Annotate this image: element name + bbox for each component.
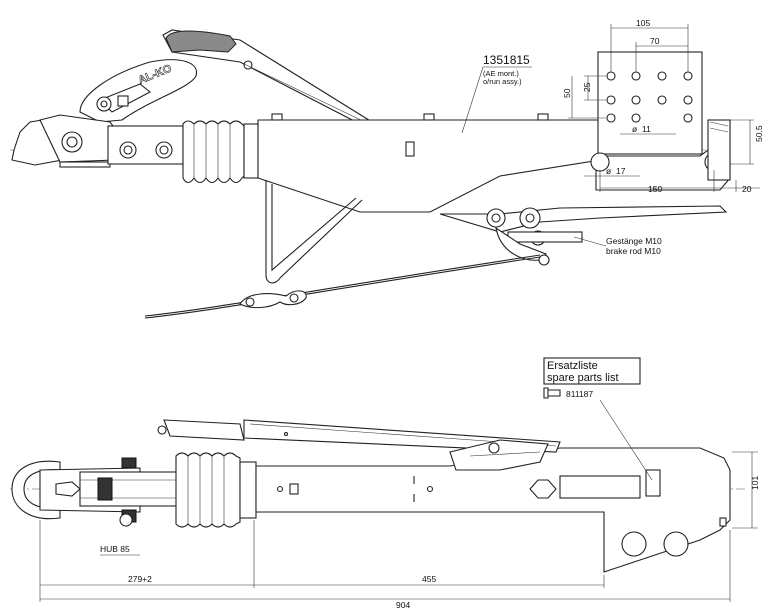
dim-70: 70 [650, 36, 660, 46]
brake-linkage [439, 205, 728, 266]
part-number: 1351815 [483, 53, 530, 67]
dim-20: 20 [742, 184, 752, 194]
part-note-line1: (AE mont.) [483, 69, 519, 78]
brake-cable [144, 254, 541, 319]
part-number-callout: 1351815 (AE mont.) o/run assy.) [461, 53, 532, 134]
spare-parts-callout: Ersatzliste spare parts list 811187 [543, 357, 653, 481]
dim-11-diameter-sign: ø [632, 124, 637, 134]
bellows [182, 120, 259, 184]
spare-parts-title-de: Ersatzliste [547, 360, 598, 372]
dim-105: 105 [636, 18, 650, 28]
dim-50: 50 [562, 88, 572, 98]
dim-17-diameter-sign: ø [606, 166, 611, 176]
spare-parts-number: 811187 [566, 389, 593, 399]
plan-bellows [175, 452, 257, 528]
dim-150: 150 [648, 184, 662, 194]
brake-rod-callout: Gestänge M10 brake rod M10 [573, 236, 662, 256]
dim-455: 455 [422, 574, 436, 584]
coupling-shaft [107, 125, 184, 165]
side-view: AL-KO [10, 18, 763, 319]
flange-dimensions: 105 70 25 50 11 ø 50.5 17 ø 150 [562, 18, 763, 194]
plan-handbrake-lever [157, 419, 561, 471]
dim-11: 11 [642, 124, 651, 134]
overrun-housing [257, 113, 601, 213]
brake-rod-label-de: Gestänge M10 [606, 236, 662, 246]
spare-parts-title-en: spare parts list [547, 372, 619, 384]
dim-50-5: 50.5 [754, 125, 763, 142]
support-strut [265, 180, 363, 284]
dim-101: 101 [750, 476, 760, 490]
plan-housing [255, 447, 731, 573]
dim-279: 279+2 [128, 574, 152, 584]
brake-rod-label-en: brake rod M10 [606, 246, 661, 256]
coupling-head: AL-KO [11, 59, 198, 168]
stroke-callout: HUB 85 [100, 544, 140, 556]
plan-dimensions: 279+2 455 904 101 [39, 451, 760, 610]
plan-view: Ersatzliste spare parts list 811187 HUB … [10, 357, 760, 610]
dim-25: 25 [582, 82, 592, 92]
dim-904: 904 [396, 600, 410, 610]
part-note-line2: o/run assy.) [483, 77, 522, 86]
coupling-loop [11, 457, 191, 527]
dim-17: 17 [616, 166, 626, 176]
mounting-flange [590, 51, 731, 191]
stroke-label: HUB 85 [100, 544, 130, 554]
